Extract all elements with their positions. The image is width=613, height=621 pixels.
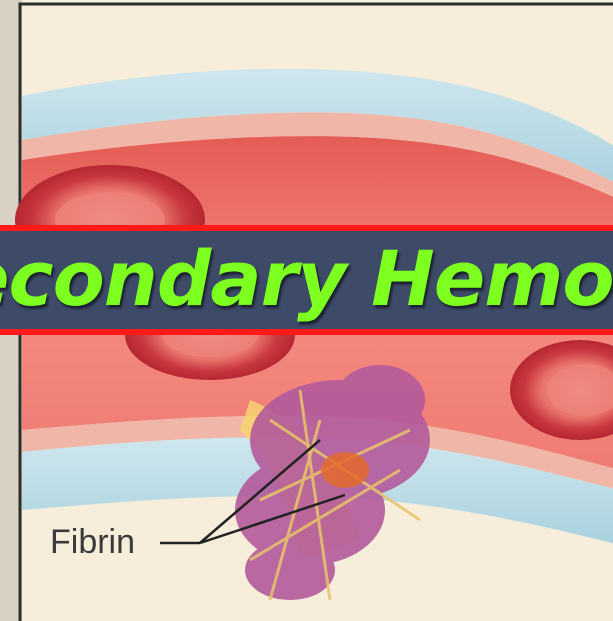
title-banner: econdary Hemos bbox=[0, 225, 613, 335]
fibrin-label: Fibrin bbox=[50, 522, 135, 562]
slide-title: econdary Hemos bbox=[0, 233, 613, 325]
clot-core bbox=[321, 452, 369, 488]
